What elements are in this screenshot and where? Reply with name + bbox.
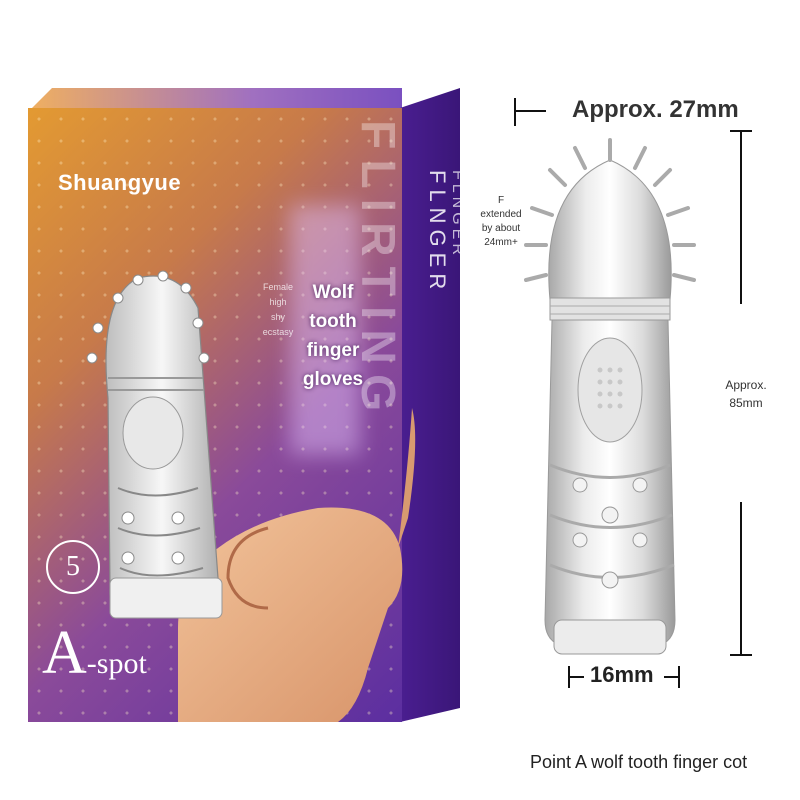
- finger-cot-illustration: [86, 270, 416, 722]
- height-line-bottom: [740, 502, 742, 656]
- height-cap-top: [730, 130, 752, 132]
- a-spot-title: A-spot: [42, 619, 147, 687]
- brand-name: Shuangyue: [58, 170, 182, 195]
- height-line-top: [740, 130, 742, 304]
- box-watermark: FLIRTING: [351, 120, 404, 422]
- base-arm-right: [664, 676, 680, 678]
- product-photo: [524, 138, 696, 655]
- side-text-primary: FLNGER: [425, 170, 450, 296]
- base-cap-right: [678, 666, 680, 688]
- width-label: Approx. 27mm: [572, 96, 739, 123]
- base-width-label: 16mm: [590, 662, 654, 687]
- product-caption: Point A wolf tooth finger cot: [530, 752, 748, 772]
- height-cap-bottom: [730, 654, 752, 656]
- side-text-secondary: FLNGER: [449, 170, 466, 259]
- width-mark-arm: [514, 110, 546, 112]
- width-mark-left: [514, 98, 516, 126]
- box-side-face: [400, 88, 460, 722]
- base-arm-left: [568, 676, 584, 678]
- count-badge: 5: [46, 540, 100, 594]
- height-label: Approx.85mm: [725, 378, 767, 410]
- hand-shape: [178, 507, 403, 722]
- box-light-glow: [290, 205, 360, 455]
